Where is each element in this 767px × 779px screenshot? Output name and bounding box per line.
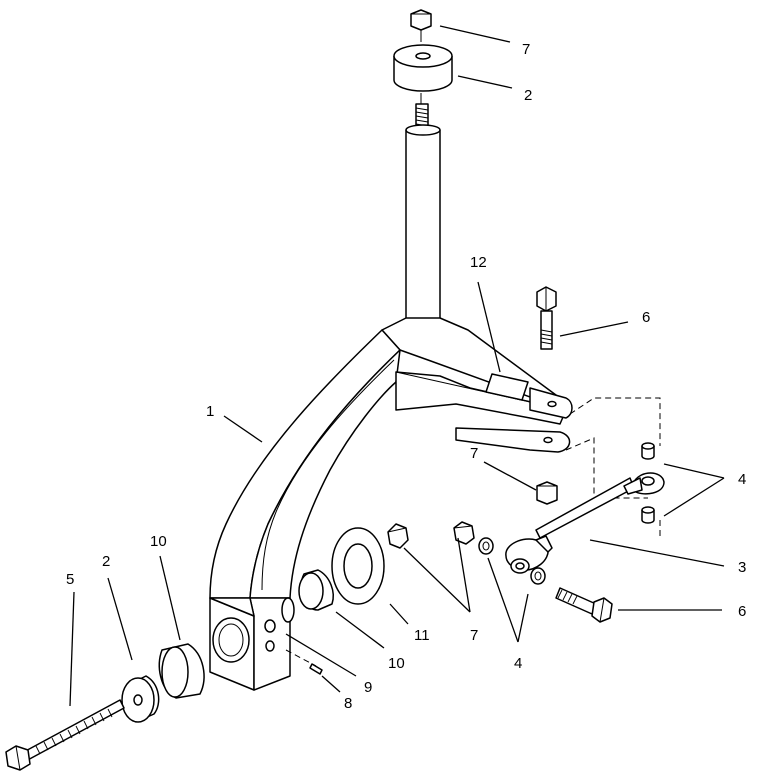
lower-bolt [555, 587, 613, 623]
callout-labels: 7 2 12 6 1 7 4 3 6 5 2 10 11 7 4 10 9 8 [66, 41, 746, 712]
rod-end-spacer-left [478, 537, 494, 555]
vertical-shaft [405, 103, 441, 335]
bushing-right [298, 569, 334, 611]
callout-10-bottom: 10 [388, 655, 405, 672]
lower-bumper [121, 675, 160, 723]
top-bumper [393, 44, 453, 104]
callout-2-top: 2 [524, 87, 532, 104]
long-bolt [5, 699, 125, 771]
callout-9: 9 [364, 679, 372, 696]
upper-spacers [641, 442, 655, 524]
body-nut [387, 523, 409, 549]
callout-12: 12 [470, 254, 487, 271]
rod-end-spacer-right [530, 567, 546, 585]
callout-7-bottom: 7 [470, 627, 478, 644]
fork-body [209, 317, 573, 691]
callout-11: 11 [414, 627, 430, 644]
top-nut [410, 9, 432, 42]
upper-bolt [536, 286, 557, 350]
callout-10-left: 10 [150, 533, 167, 550]
callout-6-top: 6 [642, 309, 650, 326]
callout-2-left: 2 [102, 553, 110, 570]
callout-1: 1 [206, 403, 214, 420]
callout-7-mid: 7 [470, 445, 478, 462]
leader-lines [69, 25, 725, 707]
callout-6-bottom: 6 [738, 603, 746, 620]
callout-8: 8 [344, 695, 352, 712]
rod-end-nut [453, 521, 475, 545]
alignment-lines [565, 397, 661, 540]
thrust-washer [331, 527, 385, 605]
middle-nut [536, 481, 558, 505]
callout-4-right: 4 [738, 471, 746, 488]
callout-4-bottom: 4 [514, 655, 522, 672]
spring-pin [285, 649, 323, 675]
callout-7-top: 7 [522, 41, 530, 58]
callout-3: 3 [738, 559, 746, 576]
callout-5: 5 [66, 571, 74, 588]
bushing-left [158, 643, 205, 699]
label-plate [485, 373, 529, 401]
tie-rod [505, 472, 665, 574]
